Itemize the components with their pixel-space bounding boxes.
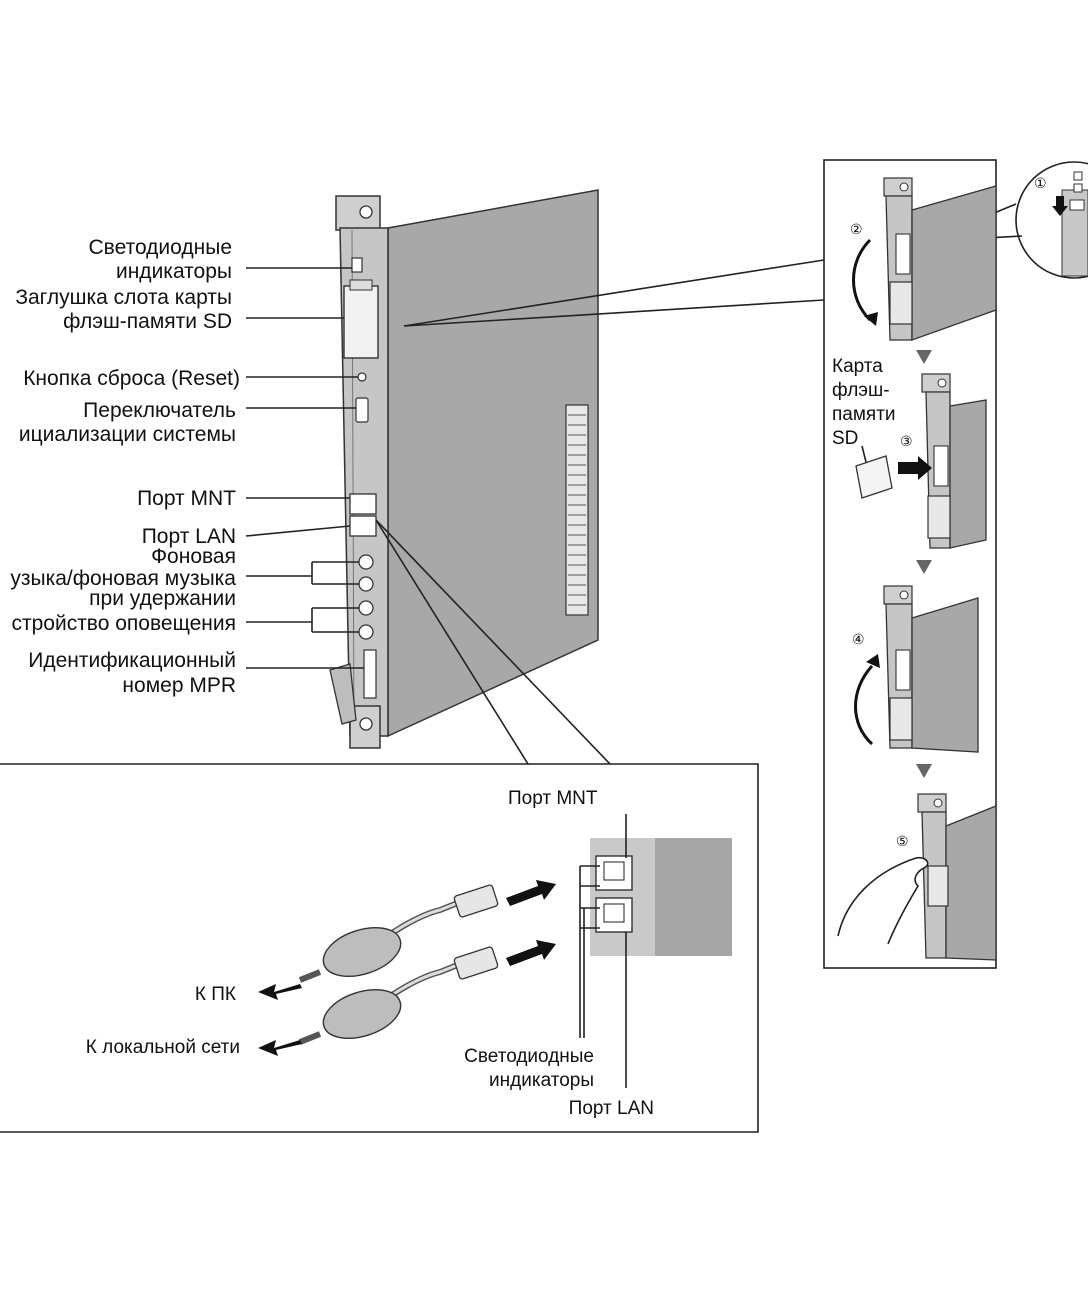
step-5: ⑤ (837, 793, 997, 961)
leader-lines (245, 267, 364, 669)
system-init-switch[interactable] (355, 397, 369, 423)
step-2: ② (850, 177, 997, 341)
label-led-1: Светодиодные (89, 236, 233, 259)
detail-label-leds-2: индикаторы (489, 1070, 594, 1091)
ferrite-core-icon (322, 988, 402, 1040)
label-bgm-2: узыка/фоновая музыка (10, 567, 236, 590)
step-1-marker: ① (1034, 175, 1047, 191)
sd-card-label-1: Карта (832, 356, 883, 377)
label-sd-cover-1: Заглушка слота карты (15, 286, 232, 309)
paging-jack-icon[interactable] (358, 624, 374, 640)
next-step-arrow-icon (916, 764, 932, 778)
faceplate (329, 195, 389, 749)
step-5-marker: ⑤ (896, 833, 909, 849)
insert-arrow-icon (898, 456, 932, 480)
step-3: ③ Карта флэш- памяти SD (832, 356, 987, 549)
detail-label-to-lan: К локальной сети (86, 1037, 240, 1058)
next-step-arrow-icon (916, 350, 932, 364)
label-paging: стройство оповещения (11, 612, 236, 635)
reset-button[interactable] (357, 372, 367, 382)
screw-icon (359, 205, 373, 219)
bgm-jack-icon[interactable] (358, 554, 374, 570)
detail-panel: Порт MNT К ПК К локальной сети Светодиод… (0, 763, 759, 1133)
sd-slot-cover[interactable] (343, 285, 379, 359)
outward-arrow-icon (258, 984, 302, 1056)
rotate-arrow-icon (852, 238, 872, 322)
led-indicator-icon (351, 257, 363, 273)
label-bgm-1: Фоновая (151, 545, 236, 568)
label-init-1: Переключатель (83, 399, 236, 422)
sd-card-label-3: памяти (832, 404, 896, 425)
finger-icon (837, 856, 929, 945)
arrow-down-icon (1052, 196, 1068, 216)
detail-label-leds-1: Светодиодные (464, 1046, 594, 1067)
bgm-jack-icon[interactable] (358, 576, 374, 592)
label-mnt-port: Порт MNT (137, 487, 236, 510)
label-lan-port: Порт LAN (142, 525, 236, 548)
label-mpr-2: номер MPR (122, 674, 236, 697)
sd-card-icon (855, 455, 893, 499)
card-lever[interactable] (329, 663, 357, 725)
magnifier-step-1: ① (947, 161, 1088, 279)
detail-label-mnt: Порт MNT (508, 788, 598, 809)
step-4-marker: ④ (852, 631, 865, 647)
paging-jack-icon[interactable] (358, 600, 374, 616)
sd-install-panel: ① ② ③ Карта (823, 159, 1088, 969)
ferrite-core-icon (322, 926, 402, 978)
circuit-board (387, 189, 599, 738)
step-2-marker: ② (850, 221, 863, 237)
step-3-marker: ③ (900, 433, 913, 449)
mpr-id-label (363, 649, 377, 699)
label-led-2: индикаторы (116, 260, 232, 283)
rotate-arrow-icon (854, 664, 874, 746)
insert-arrow-icon (506, 880, 556, 966)
label-reset: Кнопка сброса (Reset) (23, 367, 240, 390)
sd-card-label-2: флэш- (832, 380, 890, 401)
sd-card-label-4: SD (832, 428, 858, 449)
lan-port-icon[interactable] (349, 515, 377, 537)
cable-mnt (298, 884, 499, 983)
component-labels: Светодиодные индикаторы Заглушка слота к… (10, 236, 240, 697)
detail-label-to-pc: К ПК (195, 984, 236, 1005)
next-step-arrow-icon (916, 560, 932, 574)
mnt-port-icon[interactable] (349, 493, 377, 515)
label-bgm-3: при удержании (89, 587, 236, 610)
screw-icon (359, 717, 373, 731)
label-init-2: ициализации системы (19, 423, 236, 446)
step-4: ④ (852, 585, 979, 753)
cable-lan (298, 946, 499, 1045)
label-sd-cover-2: флэш-памяти SD (63, 310, 232, 333)
detail-label-lan: Порт LAN (569, 1098, 654, 1119)
label-mpr-1: Идентификационный (28, 649, 236, 672)
